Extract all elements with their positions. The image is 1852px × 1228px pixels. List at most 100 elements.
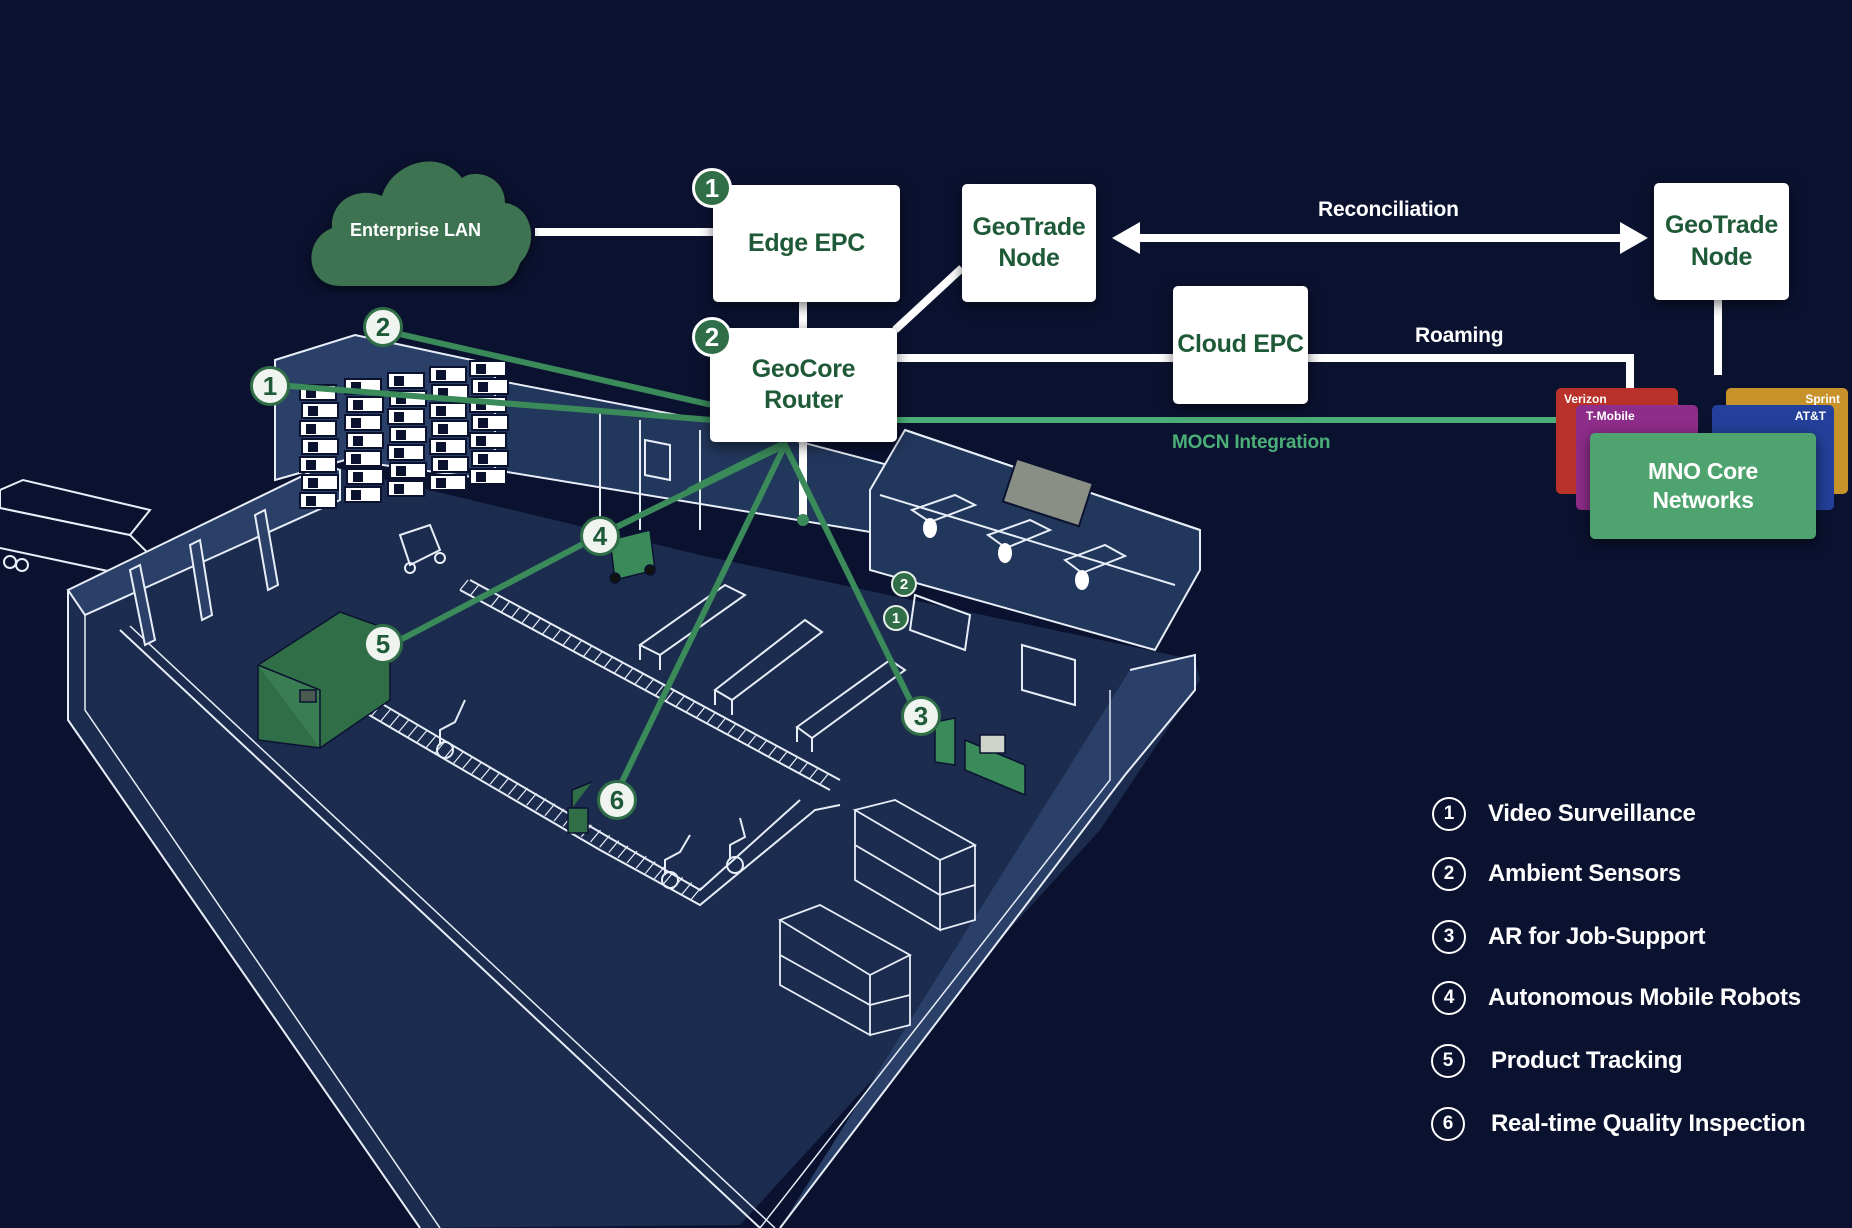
geotrade-local-line2: Node	[998, 244, 1060, 272]
mno-core-networks[interactable]: MNO Core Networks	[1590, 433, 1816, 539]
conveyor-roller	[572, 640, 582, 652]
conveyor-roller	[778, 751, 788, 763]
rack-box-slot	[436, 406, 446, 416]
geocore-router-node[interactable]: GeoCore Router	[710, 328, 897, 442]
conveyor-roller	[593, 651, 603, 663]
legend-number: 6	[1431, 1107, 1465, 1141]
badge-quality-inspection[interactable]: 6	[597, 780, 637, 820]
conveyor-roller	[788, 757, 798, 769]
legend-label: Autonomous Mobile Robots	[1488, 984, 1801, 1011]
legend-item: 3 AR for Job-Support	[1432, 920, 1706, 954]
conveyor-roller	[757, 740, 767, 752]
enterprise-lan-label: Enterprise LAN	[350, 220, 482, 240]
conveyor-roller	[469, 585, 479, 596]
conveyor-roller	[590, 829, 601, 843]
conveyor-roller	[599, 834, 611, 848]
conveyor-roller	[675, 696, 685, 708]
cloud-epc-node[interactable]: Cloud EPC	[1173, 286, 1308, 404]
conveyor-roller	[462, 756, 474, 769]
mocn-label: MOCN Integration	[1172, 432, 1331, 453]
conveyor-roller	[389, 714, 401, 727]
rack-box	[299, 456, 337, 473]
rack-box-slot	[476, 400, 486, 410]
conveyor-roller	[613, 662, 623, 674]
rack-box-slot	[308, 478, 318, 488]
quality-inspection-robot	[567, 781, 593, 834]
rack-box	[344, 450, 382, 467]
rack-box	[301, 438, 339, 455]
conveyor-roller	[510, 607, 520, 619]
conveyor-roller	[653, 866, 665, 880]
legend-number: 1	[1432, 797, 1466, 831]
edge-epc-node[interactable]: Edge EPC	[713, 185, 900, 302]
conveyor-roller	[626, 850, 638, 864]
rack-box	[344, 414, 382, 431]
conveyor-roller	[695, 707, 705, 719]
geotrade-remote-line1: GeoTrade	[1665, 211, 1778, 240]
conveyor-roller	[681, 882, 693, 895]
rack-box-slot	[478, 418, 488, 428]
legend-item: 4 Autonomous Mobile Robots	[1432, 981, 1801, 1015]
legend-label: AR for Job-Support	[1488, 923, 1706, 950]
conveyor-roller	[531, 618, 541, 630]
conveyor-roller	[517, 787, 528, 801]
conveyor-roller	[480, 766, 492, 780]
conveyor-roller	[603, 657, 613, 669]
rack-box-slot	[306, 460, 316, 470]
conveyor-roller	[654, 685, 664, 696]
rack-box-slot	[308, 406, 318, 416]
conveyor-roller	[644, 861, 656, 874]
conveyor-roller	[635, 855, 647, 869]
operator-att-label: AT&T	[1794, 409, 1826, 423]
conveyor-roller	[562, 635, 572, 646]
rack-box-slot	[478, 382, 488, 392]
rack-box-slot	[306, 496, 316, 506]
badge-video-surveillance[interactable]: 1	[250, 366, 290, 406]
geotrade-node-remote[interactable]: GeoTrade Node	[1654, 183, 1789, 300]
badge-office-camera[interactable]: 1	[883, 605, 909, 631]
conveyor-roller	[644, 679, 654, 691]
badge-product-tracking[interactable]: 5	[363, 624, 403, 664]
conveyor-roller	[716, 718, 726, 730]
badge-amr[interactable]: 4	[580, 516, 620, 556]
rack-box	[471, 414, 509, 431]
legend-number: 3	[1432, 920, 1466, 954]
rack-box	[387, 444, 425, 461]
rack-box	[429, 366, 467, 383]
rack-box	[299, 420, 337, 437]
link-ambient-sensor	[392, 330, 715, 408]
product-tracking-machine	[257, 611, 391, 749]
badge-office-sensor[interactable]: 2	[891, 571, 917, 597]
rack-box-slot	[353, 436, 363, 446]
rack-box	[387, 480, 425, 497]
rack-box-slot	[308, 442, 318, 452]
work-tables	[638, 583, 907, 752]
conveyor-roller	[798, 762, 808, 774]
amr-robot-outline	[398, 523, 446, 574]
link-extra	[687, 442, 783, 493]
rack-box	[471, 450, 509, 467]
reconciliation-label: Reconciliation	[1318, 198, 1459, 221]
rack-box-slot	[351, 454, 361, 464]
rack-box-slot	[476, 436, 486, 446]
rack-box-slot	[351, 382, 361, 392]
conveyor-roller	[416, 729, 428, 743]
operator-verizon-label: Verizon	[1564, 392, 1607, 406]
conveyor-roller	[663, 871, 674, 885]
conveyor-roller	[553, 808, 565, 822]
conveyor-roller	[685, 701, 695, 713]
badge-ambient-sensors[interactable]: 2	[363, 307, 403, 347]
legend-label: Video Surveillance	[1488, 800, 1696, 827]
rack-box-slot	[436, 442, 446, 452]
conveyor-roller	[552, 629, 561, 641]
conveyor-roller	[541, 624, 551, 635]
conveyor-roller	[535, 798, 547, 811]
badge-ar-job-support[interactable]: 3	[901, 696, 941, 736]
legend-number: 5	[1431, 1044, 1465, 1078]
rack-box-slot	[396, 430, 406, 440]
legend-item: 5 Product Tracking	[1431, 1044, 1683, 1078]
rack-box-slot	[394, 412, 404, 422]
geotrade-node-local[interactable]: GeoTrade Node	[962, 184, 1096, 302]
rack-box	[389, 426, 427, 443]
